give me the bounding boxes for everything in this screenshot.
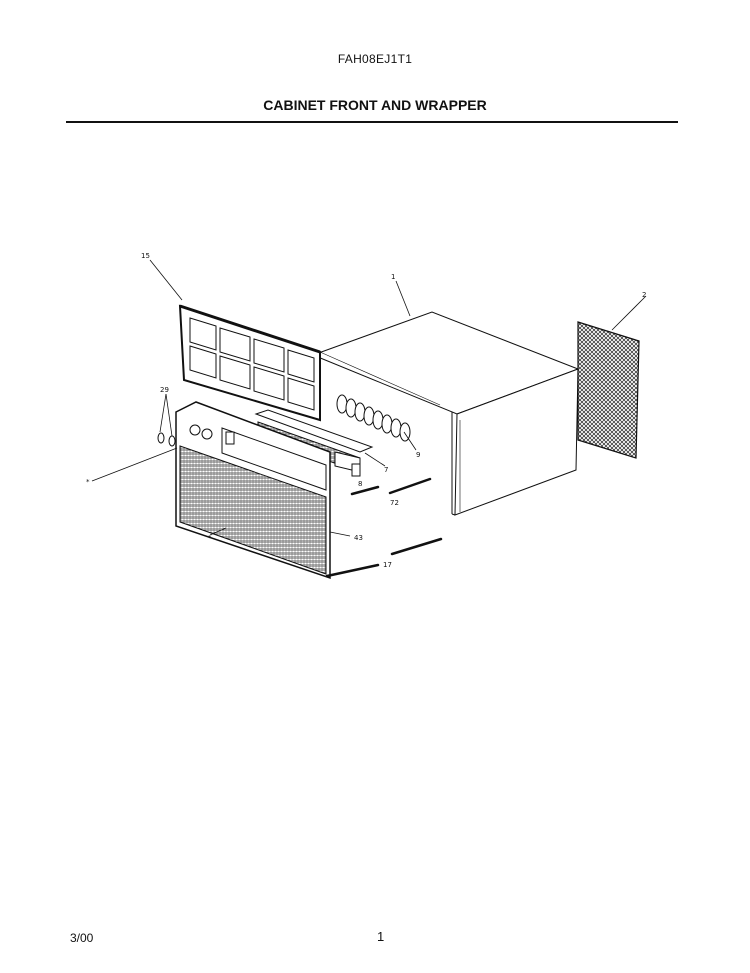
callout-9: 9: [416, 451, 420, 459]
callout-1: 1: [391, 273, 395, 281]
callout-29: 29: [160, 386, 169, 394]
callout-8: 8: [358, 480, 362, 488]
callout-72: 72: [390, 499, 399, 507]
title-rule: [66, 121, 678, 123]
front-panel: [175, 401, 331, 580]
callout-15: 15: [141, 252, 150, 260]
control-knobs: [157, 432, 176, 447]
model-number: FAH08EJ1T1: [337, 52, 413, 66]
callout-7: 7: [384, 466, 388, 474]
page-title: CABINET FRONT AND WRAPPER: [263, 97, 487, 113]
callout-17: 17: [383, 561, 392, 569]
bracket: [351, 463, 361, 477]
leader-lines: [91, 259, 647, 537]
air-filter: [178, 304, 321, 422]
callout-2: 2: [642, 291, 646, 299]
revision-date: 3/00: [70, 931, 94, 945]
page-number: 1: [377, 929, 385, 944]
callout-43: 43: [354, 534, 363, 542]
louver-discs: [336, 394, 411, 442]
gaskets: [325, 477, 443, 578]
callout-front-ref: *: [208, 534, 212, 542]
callout-screw: *: [86, 478, 90, 486]
rear-grille: [577, 321, 640, 459]
